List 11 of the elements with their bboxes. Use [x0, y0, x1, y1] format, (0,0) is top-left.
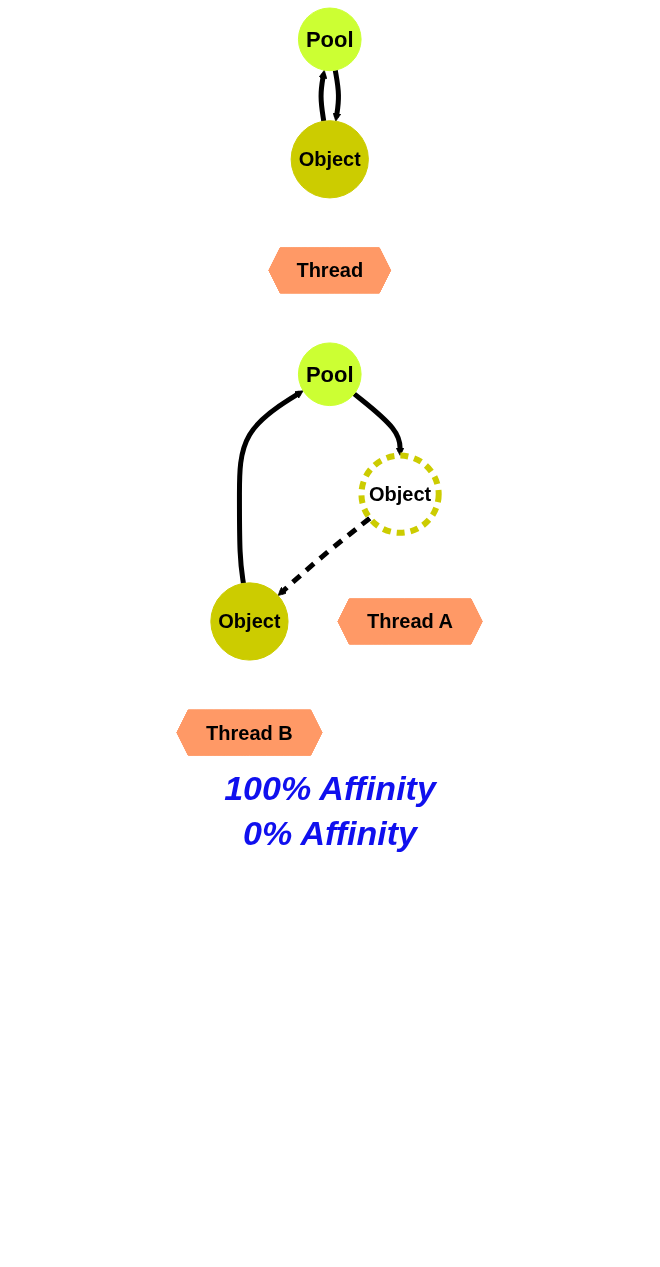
arrow: [237, 390, 304, 584]
arrow: [319, 69, 328, 122]
arrow: [278, 516, 372, 596]
caption-text: 0% Affinity: [242, 814, 419, 854]
arrow: [333, 69, 342, 122]
node-circle: Object: [210, 582, 289, 661]
node-circle: Object: [358, 452, 443, 536]
node-circle: Pool: [298, 342, 363, 407]
caption-text: 100% Affinity: [223, 769, 438, 809]
node-circle: Pool: [298, 7, 363, 72]
node-circle: Object: [291, 120, 370, 199]
